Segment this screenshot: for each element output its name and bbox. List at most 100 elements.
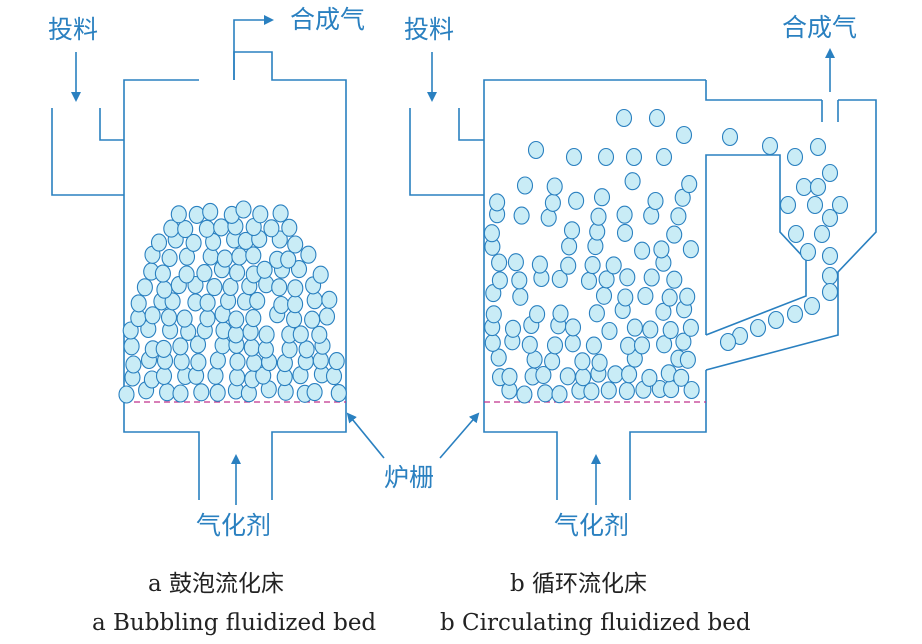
particle bbox=[621, 365, 638, 384]
particle bbox=[209, 383, 226, 402]
particle bbox=[243, 338, 260, 357]
particle bbox=[648, 108, 666, 128]
particle bbox=[551, 269, 568, 289]
particle bbox=[290, 260, 308, 279]
particle bbox=[787, 224, 805, 244]
particle bbox=[245, 246, 262, 265]
particle bbox=[325, 367, 343, 386]
particle bbox=[287, 295, 304, 314]
particle bbox=[287, 235, 304, 254]
particle bbox=[306, 383, 323, 402]
particle bbox=[154, 264, 171, 283]
particle bbox=[575, 368, 592, 387]
particle bbox=[634, 241, 651, 260]
particle bbox=[504, 319, 522, 338]
particle bbox=[761, 136, 779, 156]
right-feed-hopper bbox=[409, 108, 484, 196]
particle bbox=[795, 177, 813, 197]
particle bbox=[485, 305, 502, 324]
particle bbox=[563, 221, 581, 240]
particle bbox=[178, 247, 196, 266]
caption-b-cn: b 循环流化床 bbox=[510, 571, 647, 597]
particle bbox=[633, 336, 651, 355]
particle bbox=[682, 318, 699, 337]
particle bbox=[537, 384, 554, 403]
particle bbox=[172, 337, 189, 356]
particle bbox=[574, 352, 591, 371]
particle bbox=[568, 191, 585, 210]
particle bbox=[125, 355, 142, 374]
particle bbox=[564, 334, 581, 353]
left-reactor-wall bbox=[123, 51, 347, 500]
particle bbox=[229, 352, 246, 371]
particle bbox=[656, 335, 673, 354]
particle bbox=[620, 336, 637, 355]
particle bbox=[666, 225, 683, 244]
particle bbox=[809, 137, 827, 157]
right-syngas-label: 合成气 bbox=[782, 13, 857, 42]
left-syngas-label: 合成气 bbox=[290, 5, 365, 34]
particle bbox=[809, 177, 827, 197]
particle bbox=[655, 147, 673, 167]
particle bbox=[263, 219, 280, 238]
particle bbox=[252, 205, 269, 224]
particle bbox=[565, 147, 583, 167]
particle bbox=[544, 193, 561, 212]
particle bbox=[675, 125, 693, 145]
particle bbox=[831, 195, 849, 215]
particle bbox=[673, 368, 690, 387]
particle bbox=[589, 222, 606, 241]
particle bbox=[546, 336, 564, 355]
particle bbox=[675, 332, 692, 351]
particle bbox=[311, 325, 328, 344]
particle bbox=[189, 335, 207, 354]
particle bbox=[245, 309, 262, 328]
particle bbox=[521, 335, 538, 354]
particle bbox=[583, 382, 600, 401]
particle bbox=[535, 365, 552, 385]
particle bbox=[330, 384, 347, 403]
particle bbox=[318, 307, 336, 326]
particle bbox=[821, 208, 839, 228]
particle bbox=[605, 256, 622, 275]
right-feed-label: 投料 bbox=[404, 15, 454, 44]
particle bbox=[202, 202, 219, 221]
particle bbox=[624, 172, 641, 191]
particle bbox=[642, 320, 659, 339]
particle bbox=[551, 385, 568, 404]
grate-pointer-right bbox=[439, 412, 480, 459]
particle bbox=[643, 268, 660, 287]
particle bbox=[328, 352, 345, 371]
particle bbox=[618, 381, 635, 401]
caption-a-en: a Bubbling fluidized bed bbox=[92, 610, 376, 636]
particle bbox=[601, 321, 618, 341]
particle bbox=[198, 219, 215, 238]
particle bbox=[682, 240, 699, 259]
particle bbox=[821, 246, 839, 266]
particle bbox=[683, 380, 700, 400]
particle bbox=[779, 195, 797, 215]
particle bbox=[806, 195, 824, 215]
particle bbox=[207, 366, 224, 385]
right-agent-label: 气化剂 bbox=[554, 511, 629, 540]
particle bbox=[231, 247, 248, 266]
grate-label: 炉栅 bbox=[384, 463, 434, 492]
particle bbox=[176, 309, 193, 328]
particle bbox=[615, 108, 633, 128]
particle bbox=[130, 294, 147, 313]
particle bbox=[178, 265, 195, 284]
particle bbox=[256, 260, 273, 279]
particle bbox=[513, 206, 530, 225]
particle bbox=[172, 384, 189, 403]
particle bbox=[616, 223, 634, 242]
particle bbox=[679, 350, 696, 369]
particle bbox=[511, 271, 528, 290]
particle bbox=[249, 291, 266, 310]
particle bbox=[312, 265, 329, 284]
particle bbox=[206, 278, 223, 297]
particle bbox=[527, 140, 545, 160]
particle bbox=[661, 288, 678, 307]
particle bbox=[647, 191, 664, 211]
particle bbox=[619, 268, 636, 287]
